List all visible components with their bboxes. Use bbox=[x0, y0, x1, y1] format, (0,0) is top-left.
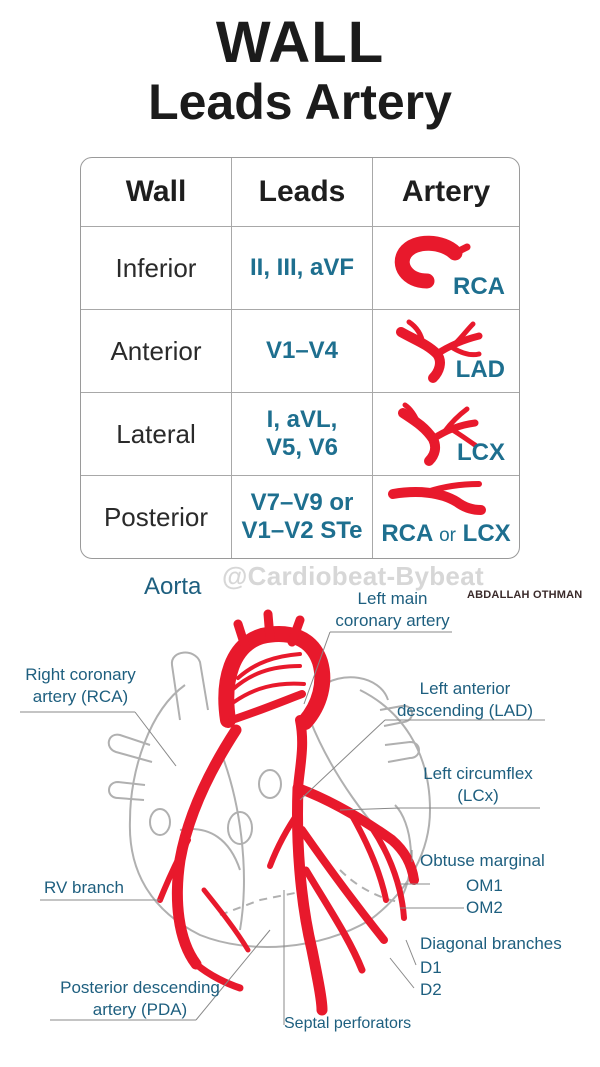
artery-label: LCX bbox=[457, 439, 505, 466]
header-wall: Wall bbox=[81, 158, 232, 227]
leads-text: V5, V6 bbox=[265, 434, 339, 461]
rca-lcx-artery-icon bbox=[388, 481, 486, 515]
header-artery: Artery bbox=[373, 158, 519, 227]
label-text: Posterior descending bbox=[60, 978, 220, 997]
leads-text: V1–V2 STe bbox=[241, 517, 363, 544]
label-text: Left main bbox=[357, 589, 428, 608]
artery-label-lcx: LCX bbox=[462, 520, 511, 547]
pda-vessel bbox=[192, 960, 244, 992]
label-om2: OM2 bbox=[466, 898, 503, 917]
wall-leads-artery-table: Wall Leads Artery Inferior II, III, aVF … bbox=[80, 157, 520, 559]
heart-coronary-diagram bbox=[20, 609, 545, 1025]
label-d1: D1 bbox=[420, 958, 442, 977]
leads-text: I, aVL, bbox=[266, 406, 338, 433]
label-obtuse-marginal: Obtuse marginal bbox=[420, 851, 545, 870]
rv-branch-vessel bbox=[157, 837, 191, 903]
label-om1: OM1 bbox=[466, 876, 503, 895]
leads-text: V1–V4 bbox=[265, 337, 339, 364]
wall-cell: Anterior bbox=[81, 310, 232, 393]
label-d2: D2 bbox=[420, 980, 442, 999]
artery-cell: RCA bbox=[373, 227, 519, 310]
page-title: WALL bbox=[215, 10, 385, 75]
heart-outline bbox=[107, 651, 431, 948]
wall-cell: Inferior bbox=[81, 227, 232, 310]
rca-artery-icon bbox=[394, 235, 471, 289]
label-lcx: Left circumflex (LCx) bbox=[408, 763, 548, 807]
label-text: Left anterior bbox=[419, 679, 511, 698]
artery-label: LAD bbox=[455, 356, 505, 383]
table-row: Anterior V1–V4 LAD bbox=[81, 310, 519, 393]
lcx-vessel bbox=[293, 783, 419, 885]
table-row: Posterior V7–V9 or V1–V2 STe RCA or LCX bbox=[81, 476, 519, 558]
label-lad: Left anterior descending (LAD) bbox=[390, 678, 540, 722]
artery-label-rca: RCA bbox=[381, 520, 433, 547]
label-text: Left circumflex bbox=[423, 764, 533, 783]
artery-cell: LAD bbox=[373, 310, 519, 393]
wall-cell: Posterior bbox=[81, 476, 232, 558]
leads-cell: V7–V9 or V1–V2 STe bbox=[232, 476, 373, 558]
left-main-vessel bbox=[293, 715, 308, 793]
label-text: Right coronary bbox=[25, 665, 136, 684]
label-rv-branch: RV branch bbox=[44, 878, 125, 897]
wall-cell: Lateral bbox=[81, 393, 232, 476]
artery-cell: RCA or LCX bbox=[373, 476, 519, 558]
leads-text: V7–V9 or bbox=[250, 489, 354, 516]
artery-label: RCA bbox=[453, 273, 505, 300]
leads-cell: V1–V4 bbox=[232, 310, 373, 393]
page-subtitle: Leads Artery bbox=[148, 74, 452, 130]
lcx-artery-icon bbox=[398, 402, 479, 466]
artery-label: RCA or LCX bbox=[373, 520, 519, 548]
lad-vessel bbox=[292, 782, 328, 1016]
leads-cell: I, aVL, V5, V6 bbox=[232, 393, 373, 476]
diagonal-d1 bbox=[298, 826, 388, 944]
coronary-arteries bbox=[157, 609, 419, 1016]
label-text: artery (PDA) bbox=[92, 1000, 188, 1019]
label-left-main: Left main coronary artery bbox=[330, 588, 455, 632]
om2-vessel bbox=[369, 825, 407, 921]
watermark: @Cardiobeat-Bybeat bbox=[222, 561, 484, 591]
label-diagonal-branches: Diagonal branches bbox=[420, 934, 562, 953]
om1-vessel bbox=[347, 809, 389, 903]
leads-text: II, III, aVF bbox=[249, 254, 355, 281]
leads-cell: II, III, aVF bbox=[232, 227, 373, 310]
table-row: Lateral I, aVL, V5, V6 LCX bbox=[81, 393, 519, 476]
leader-lines bbox=[20, 631, 545, 1025]
table-header-row: Wall Leads Artery bbox=[81, 158, 519, 227]
label-aorta: Aorta bbox=[144, 573, 202, 600]
diagonal-d2 bbox=[302, 866, 366, 974]
label-text: artery (RCA) bbox=[32, 687, 129, 706]
label-pda: Posterior descending artery (PDA) bbox=[50, 977, 230, 1021]
header-leads: Leads bbox=[232, 158, 373, 227]
artery-cell: LCX bbox=[373, 393, 519, 476]
label-text: (LCx) bbox=[457, 786, 499, 805]
table-row: Inferior II, III, aVF RCA bbox=[81, 227, 519, 310]
label-rca: Right coronary artery (RCA) bbox=[18, 664, 143, 708]
label-text: coronary artery bbox=[335, 611, 450, 630]
title-block: WALL Leads Artery bbox=[0, 10, 600, 131]
label-septal-perforators: Septal perforators bbox=[284, 1015, 412, 1032]
artery-label-or: or bbox=[439, 525, 456, 546]
label-text: descending (LAD) bbox=[396, 701, 534, 720]
author-credit: ABDALLAH OTHMAN bbox=[467, 589, 583, 601]
lad-artery-icon bbox=[396, 319, 483, 383]
